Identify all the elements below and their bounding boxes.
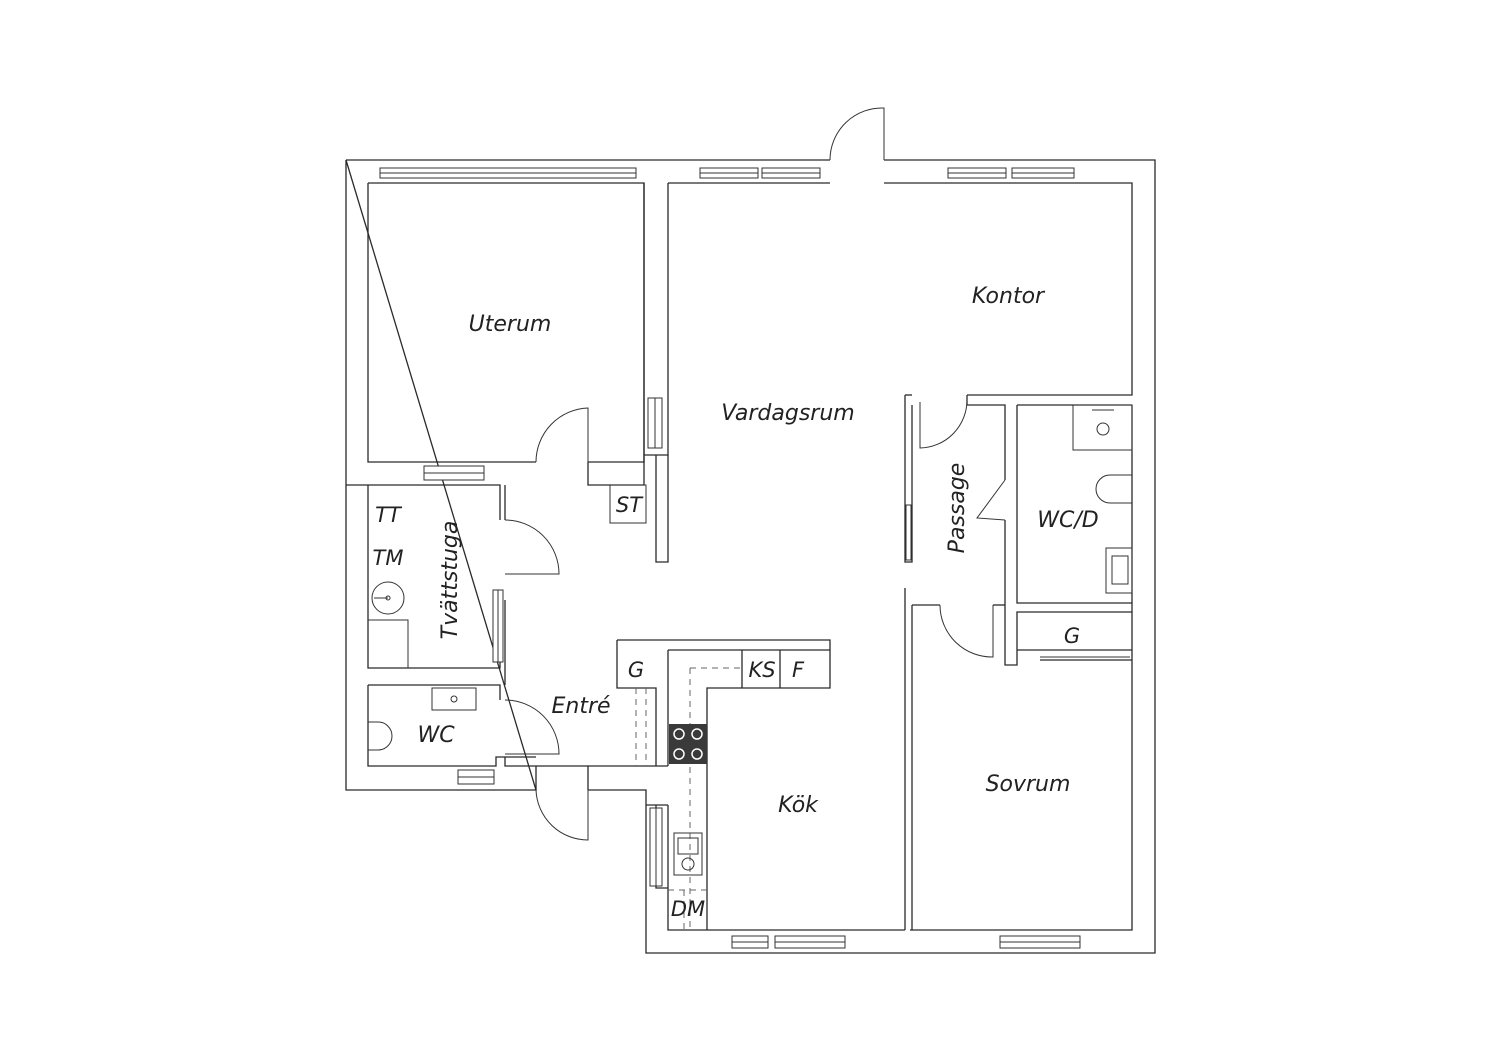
- toilet: [368, 721, 393, 751]
- room-wc: WC: [417, 723, 455, 748]
- room-wcd: WC/D: [1037, 508, 1098, 533]
- kitchen-sink: [673, 832, 703, 876]
- label-st: ST: [616, 493, 644, 517]
- room-sovrum: Sovrum: [986, 772, 1071, 797]
- room-tvattstuga: Tvättstuga: [438, 521, 463, 640]
- fixtures: [368, 404, 1133, 930]
- bathroom-sink: [1105, 547, 1133, 594]
- laundry-sink: [371, 581, 405, 615]
- room-passage: Passage: [945, 463, 970, 554]
- storage-cabinet: [609, 484, 647, 524]
- label-g-closet: G: [1064, 624, 1080, 648]
- room-labels: Uterum Vardagsrum Kontor Passage WC/D Tv…: [417, 284, 1098, 818]
- room-uterum: Uterum: [469, 312, 552, 337]
- wc-sink: [431, 687, 477, 711]
- bathroom-toilet: [1095, 474, 1132, 504]
- fixture-labels: ST TT TM G KS F DM G: [373, 493, 1081, 921]
- room-kok: Kök: [778, 793, 819, 818]
- windows: [379, 167, 1081, 949]
- label-g-kitchen: G: [628, 658, 644, 682]
- label-dm: DM: [671, 897, 705, 921]
- room-vardagsrum: Vardagsrum: [721, 401, 854, 426]
- interior-walls: [346, 183, 1132, 930]
- exterior-walls: [345, 159, 1156, 954]
- room-entre: Entré: [551, 694, 610, 719]
- label-tt: TT: [375, 503, 403, 527]
- doors: [504, 107, 1130, 841]
- label-f: F: [792, 658, 805, 682]
- shower: [1072, 404, 1133, 451]
- stove-icon: [669, 724, 707, 764]
- label-ks: KS: [748, 658, 775, 682]
- label-tm: TM: [373, 546, 404, 570]
- room-kontor: Kontor: [972, 284, 1046, 309]
